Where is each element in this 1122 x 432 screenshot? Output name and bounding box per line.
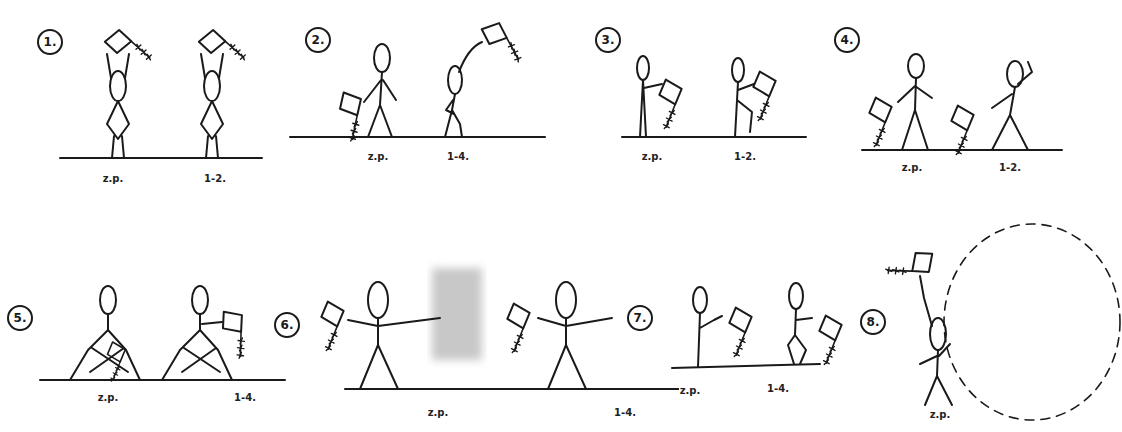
callout-number: 2.: [312, 33, 325, 47]
callout-circle: 3.: [595, 27, 621, 53]
ground-line: [622, 136, 806, 138]
callout-circle: 1.: [37, 29, 63, 55]
callout-number: 8.: [867, 315, 880, 329]
callout-circle: 7.: [627, 305, 653, 331]
callout-circle: 2.: [305, 27, 331, 53]
stick-figure: [637, 56, 688, 137]
count-label: z.p.: [901, 162, 924, 173]
count-label: z.p.: [367, 151, 390, 162]
count-label: 1-2.: [998, 162, 1022, 173]
stick-figure: [866, 54, 932, 150]
stick-figure: [334, 44, 396, 141]
stick-figure: [70, 286, 140, 381]
stick-figure: [162, 286, 260, 380]
ground-line: [60, 157, 262, 159]
stick-figure: [103, 28, 154, 158]
count-label: z.p.: [97, 392, 120, 403]
stick-figure: [693, 287, 758, 367]
callout-number: 4.: [841, 33, 854, 47]
stick-figure: [504, 282, 612, 389]
count-label: 1-4.: [766, 383, 790, 394]
callout-circle: 8.: [860, 309, 886, 335]
stick-figure: [948, 61, 1032, 155]
count-label: 1-2.: [203, 173, 227, 184]
count-label: z.p.: [679, 385, 702, 396]
stick-figure: [886, 245, 952, 405]
callout-circle: 6.: [274, 312, 300, 338]
count-label: z.p.: [102, 173, 125, 184]
count-label: z.p.: [929, 409, 952, 420]
stick-figure: [197, 28, 248, 158]
ground-line: [672, 364, 820, 368]
stick-figure: [788, 283, 848, 365]
count-label: 1-4.: [233, 392, 257, 403]
ground-line: [290, 136, 545, 138]
count-label: z.p.: [427, 407, 450, 418]
callout-number: 5.: [14, 311, 27, 325]
count-label: z.p.: [641, 151, 664, 162]
stick-figure: [445, 17, 530, 137]
callout-number: 3.: [602, 33, 615, 47]
callout-circle: 5.: [7, 305, 33, 331]
dashed-circle: [944, 224, 1120, 420]
callout-number: 1.: [44, 35, 57, 49]
callout-number: 6.: [281, 318, 294, 332]
smudge: [432, 268, 482, 360]
count-label: 1-4.: [613, 407, 637, 418]
ground-line: [862, 149, 1062, 151]
callout-number: 7.: [634, 311, 647, 325]
callout-circle: 4.: [834, 27, 860, 53]
count-label: 1-2.: [733, 151, 757, 162]
stick-figure: [732, 58, 782, 137]
count-label: 1-4.: [446, 151, 470, 162]
stick-figure: [318, 282, 440, 389]
